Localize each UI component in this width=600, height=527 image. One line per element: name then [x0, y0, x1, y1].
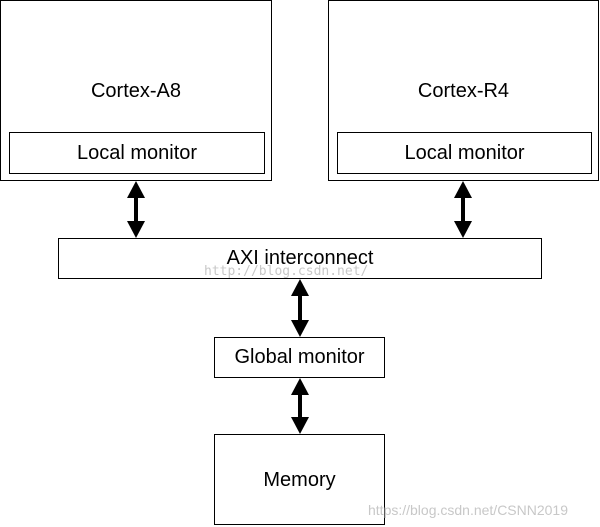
cortex-a8-box: Cortex-A8 Local monitor — [0, 0, 272, 181]
watermark-bottom-right: https://blog.csdn.net/CSNN2019 — [368, 502, 569, 518]
axi-interconnect-label: AXI interconnect — [226, 247, 374, 269]
arrow-global-monitor-to-memory — [291, 378, 309, 434]
memory-label: Memory — [263, 469, 336, 491]
cortex-r4-box: Cortex-R4 Local monitor — [328, 0, 599, 181]
cortex-r4-title: Cortex-R4 — [417, 80, 510, 102]
arrow-cortex-r4-to-interconnect — [454, 181, 472, 238]
watermark-center: http://blog.csdn.net/ — [204, 264, 369, 279]
cortex-a8-local-monitor-box: Local monitor — [9, 132, 265, 174]
cortex-r4-local-monitor-box: Local monitor — [337, 132, 592, 174]
cortex-a8-local-monitor-label: Local monitor — [76, 142, 198, 164]
cortex-a8-title: Cortex-A8 — [90, 80, 182, 102]
memory-box: Memory — [214, 434, 385, 525]
arrow-cortex-a8-to-interconnect — [127, 181, 145, 238]
arrow-interconnect-to-global-monitor — [291, 279, 309, 337]
global-monitor-label: Global monitor — [234, 346, 365, 368]
cortex-r4-local-monitor-label: Local monitor — [404, 142, 525, 164]
axi-interconnect-box: AXI interconnect — [58, 238, 542, 279]
global-monitor-box: Global monitor — [214, 337, 385, 378]
